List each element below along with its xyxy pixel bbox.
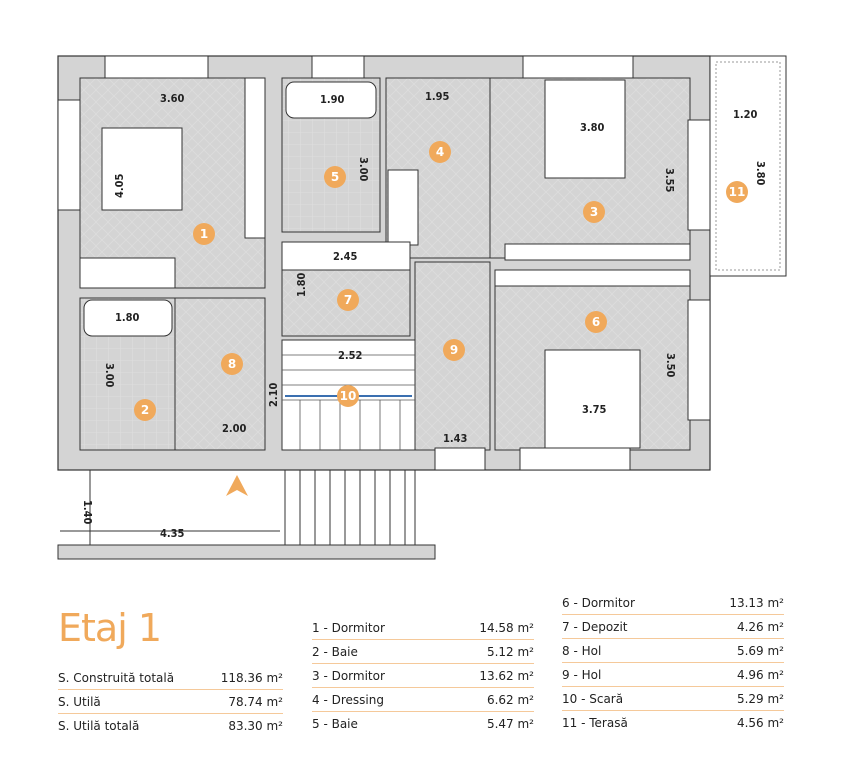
room-number-badge <box>583 201 605 223</box>
table-row: S. Utilă 78.74 m² <box>58 690 283 714</box>
bed <box>544 79 626 179</box>
room-number-badge <box>221 353 243 375</box>
row-value: 5.69 m² <box>736 643 784 658</box>
dim-label: 3.55 <box>663 168 676 193</box>
row-value: 4.56 m² <box>736 716 784 730</box>
dim-label: 2.52 <box>338 349 363 362</box>
room-number: 9 <box>450 343 458 357</box>
table-row: 9 - Hol 4.96 m² <box>562 663 784 687</box>
room-number: 4 <box>436 145 444 159</box>
room-number-badge <box>337 289 359 311</box>
dim-label: 1.43 <box>443 432 468 445</box>
table-row: S. Construită totală 118.36 m² <box>58 666 283 690</box>
dim-label: 3.80 <box>580 121 605 134</box>
row-label: 5 - Baie <box>312 717 358 731</box>
summary-table: S. Construită totală 118.36 m² S. Utilă 78.… <box>58 666 283 738</box>
row-label: 9 - Hol <box>562 667 602 682</box>
terrace-floor <box>709 55 787 277</box>
table-row: 1 - Dormitor 14.58 m² <box>312 616 534 640</box>
room-number: 5 <box>331 170 339 184</box>
dim-label: 1.80 <box>115 311 140 324</box>
row-value: 78.74 m² <box>228 694 283 709</box>
room-number-badge <box>324 166 346 188</box>
dim-label: 1.95 <box>425 90 450 103</box>
dim-label: 1.90 <box>320 93 345 106</box>
row-label: 2 - Baie <box>312 644 358 659</box>
table-row: 3 - Dormitor 13.62 m² <box>312 664 534 688</box>
dim-label: 3.50 <box>664 353 677 378</box>
row-label: 7 - Depozit <box>562 619 628 634</box>
rooms-table-1: 1 - Dormitor 14.58 m² 2 - Baie 5.12 m² 3 - D… <box>312 616 534 736</box>
room-number-badge <box>134 399 156 421</box>
row-value: 83.30 m² <box>228 719 283 733</box>
row-value: 118.36 m² <box>220 670 283 685</box>
dim-label: 3.00 <box>357 157 370 182</box>
room-number: 1 <box>200 227 208 241</box>
row-label: 4 - Dressing <box>312 692 384 707</box>
row-label: 1 - Dormitor <box>312 620 385 635</box>
room-number-badge <box>337 385 359 407</box>
row-label: S. Utilă <box>58 694 101 709</box>
room-number-badge <box>443 339 465 361</box>
row-value: 6.62 m² <box>486 692 534 707</box>
dim-label: 4.05 <box>113 173 126 198</box>
table-row: 5 - Baie 5.47 m² <box>312 712 534 736</box>
row-value: 13.13 m² <box>729 595 784 610</box>
row-label: 6 - Dormitor <box>562 595 635 610</box>
room-number: 10 <box>340 389 357 403</box>
table-row: 4 - Dressing 6.62 m² <box>312 688 534 712</box>
bathtub <box>83 299 173 337</box>
dim-label: 3.00 <box>103 363 116 388</box>
row-value: 4.96 m² <box>736 667 784 682</box>
row-label: 8 - Hol <box>562 643 602 658</box>
row-label: 3 - Dormitor <box>312 668 385 683</box>
room-number: 6 <box>592 315 600 329</box>
table-row: 2 - Baie 5.12 m² <box>312 640 534 664</box>
rooms-table-2: 6 - Dormitor 13.13 m² 7 - Depozit 4.26 m² 8 … <box>562 591 784 735</box>
room-number-badge <box>585 311 607 333</box>
dim-label: 1.20 <box>733 108 758 121</box>
bed <box>101 127 183 211</box>
floor-plan: 3.60 4.05 1.90 1.95 3.00 3.80 3.55 1.20 … <box>57 55 787 560</box>
room-number: 11 <box>729 185 746 199</box>
row-label: 10 - Scară <box>562 691 624 706</box>
room-number: 3 <box>590 205 598 219</box>
room-number: 2 <box>141 403 149 417</box>
table-row: 6 - Dormitor 13.13 m² <box>562 591 784 615</box>
dim-label: 3.80 <box>754 161 767 186</box>
dim-label: 2.10 <box>267 382 280 407</box>
dim-label: 2.00 <box>222 422 247 435</box>
table-row: 10 - Scară 5.29 m² <box>562 687 784 711</box>
row-label: 11 - Terasă <box>562 716 628 730</box>
dim-label: 3.75 <box>582 403 607 416</box>
bathtub <box>285 81 377 119</box>
row-value: 4.26 m² <box>736 619 784 634</box>
room-number: 8 <box>228 357 236 371</box>
entrance-arrow-icon <box>226 475 248 496</box>
bed <box>544 349 641 449</box>
table-row: S. Utilă totală 83.30 m² <box>58 714 283 738</box>
dim-label: 1.80 <box>295 272 308 297</box>
row-label: S. Utilă totală <box>58 719 140 733</box>
room-number-badge <box>726 181 748 203</box>
row-value: 5.47 m² <box>486 717 534 731</box>
table-row: 11 - Terasă 4.56 m² <box>562 711 784 735</box>
row-value: 5.29 m² <box>736 691 784 706</box>
room-number-badge <box>193 223 215 245</box>
dim-label: 3.60 <box>160 92 185 105</box>
dim-label: 2.45 <box>333 250 358 263</box>
floor-title: Etaj 1 <box>58 606 162 650</box>
row-value: 14.58 m² <box>479 620 534 635</box>
table-row: 7 - Depozit 4.26 m² <box>562 615 784 639</box>
room-number: 7 <box>344 293 352 307</box>
row-value: 13.62 m² <box>479 668 534 683</box>
table-row: 8 - Hol 5.69 m² <box>562 639 784 663</box>
room-8 <box>174 297 266 451</box>
dim-label: 1.40 <box>81 500 94 525</box>
dim-label: 4.35 <box>160 527 185 540</box>
row-label: S. Construită totală <box>58 670 175 685</box>
row-value: 5.12 m² <box>486 644 534 659</box>
room-number-badge <box>429 141 451 163</box>
